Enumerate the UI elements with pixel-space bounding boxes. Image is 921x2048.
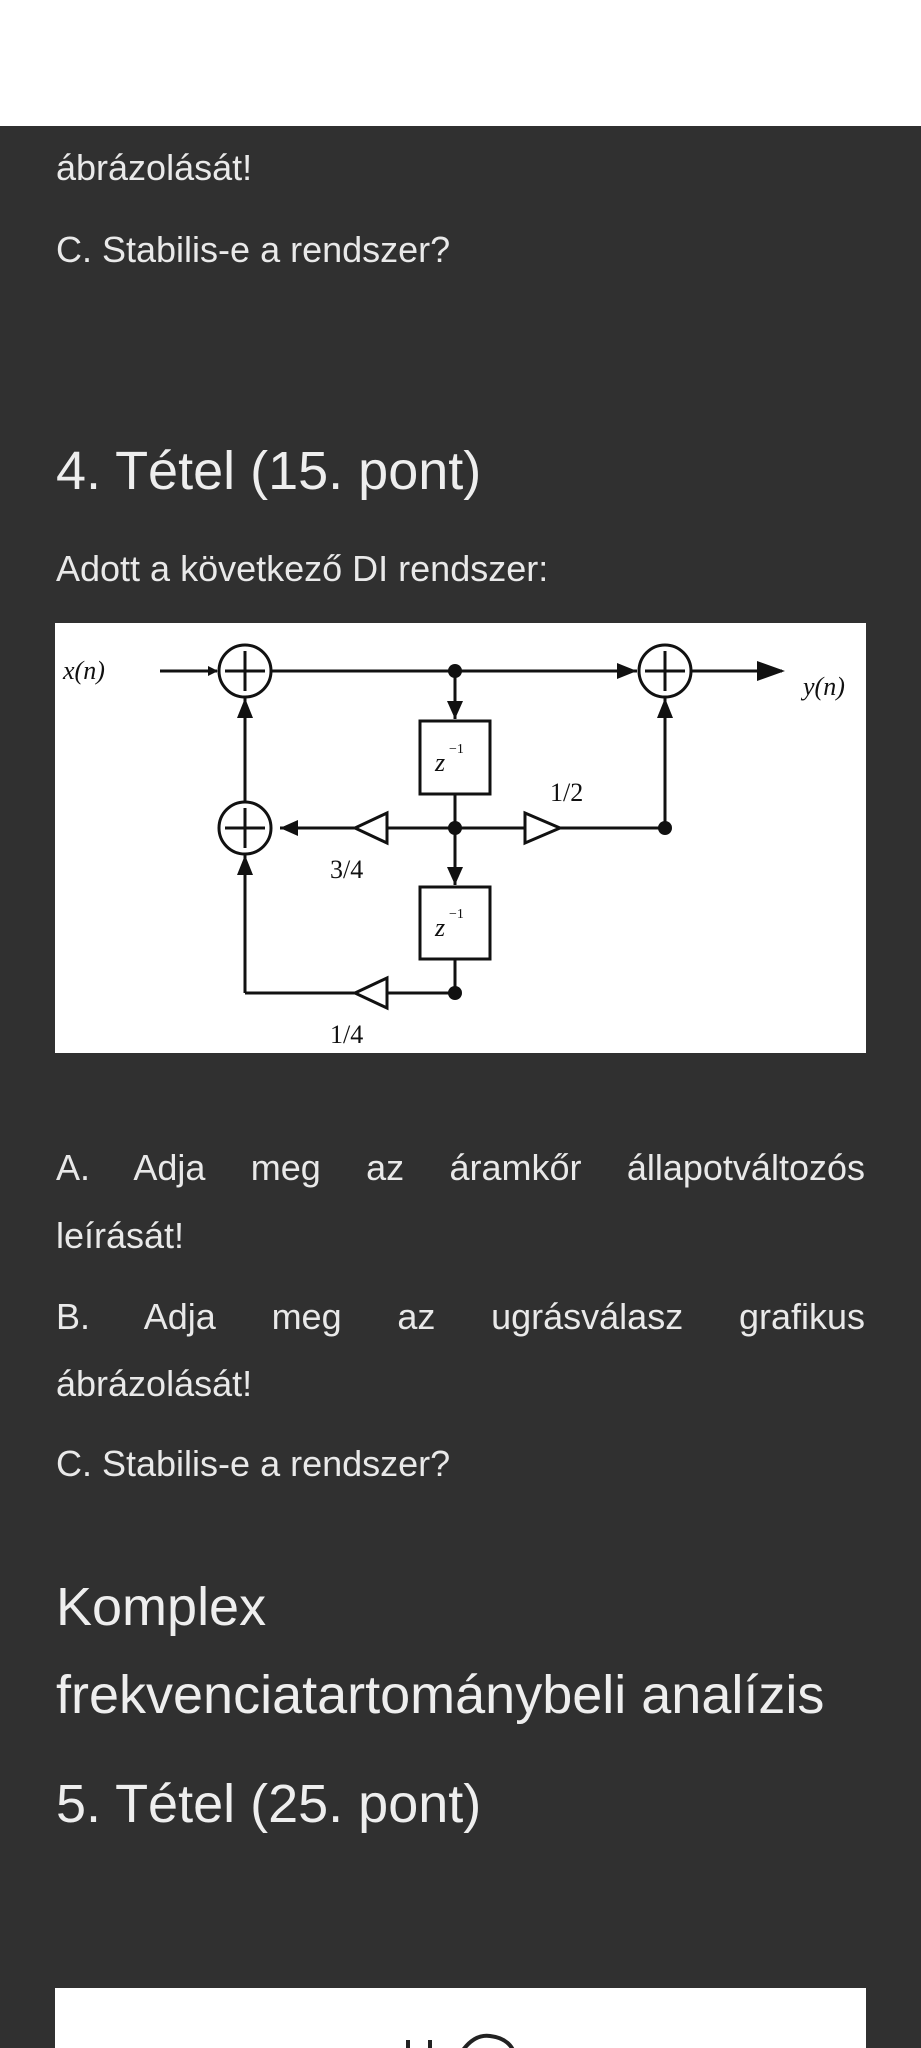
delay-exponent-2: −1 bbox=[449, 907, 464, 922]
gain-half-label: 1/2 bbox=[550, 778, 583, 807]
delay-block-1 bbox=[418, 719, 492, 796]
section4-intro: Adott a következő DI rendszer: bbox=[56, 548, 549, 589]
gain-quarter-triangle bbox=[351, 975, 389, 1011]
item-a-line1: A. Adja meg az áramkőr állapotváltozós bbox=[56, 1147, 865, 1188]
top-white-bar bbox=[0, 0, 921, 126]
bottom-image-fragment bbox=[406, 2033, 515, 2048]
section-heading-line1: Komplex bbox=[56, 1577, 267, 1637]
gain-three-quarters-triangle bbox=[351, 810, 389, 846]
delay-label-2: z bbox=[434, 913, 445, 942]
paragraph-text: ábrázolását! bbox=[56, 147, 253, 188]
delay-exponent-1: −1 bbox=[449, 742, 464, 757]
gain-three-quarters-label: 3/4 bbox=[330, 855, 363, 884]
output-label: y(n) bbox=[800, 672, 845, 701]
delay-label-1: z bbox=[434, 748, 445, 777]
item-a-line2: leírását! bbox=[56, 1215, 185, 1256]
input-label: x(n) bbox=[62, 656, 105, 685]
section4-title: 4. Tétel (15. pont) bbox=[56, 441, 482, 501]
item-c: C. Stabilis-e a rendszer? bbox=[56, 1443, 451, 1484]
bottom-image bbox=[55, 1988, 866, 2048]
item-b-line1: B. Adja meg az ugrásválasz grafikus bbox=[56, 1296, 865, 1337]
item-b-line2: ábrázolását! bbox=[56, 1363, 253, 1404]
delay-block-2 bbox=[418, 885, 492, 961]
section5-title: 5. Tétel (25. pont) bbox=[56, 1774, 482, 1834]
block-diagram-svg: x(n) y(n) z z −1 −1 1/2 3/4 1/4 bbox=[62, 643, 845, 1049]
gain-half-triangle bbox=[523, 810, 564, 846]
block-diagram-image: x(n) y(n) z z −1 −1 1/2 3/4 1/4 bbox=[55, 623, 866, 1053]
gain-quarter-label: 1/4 bbox=[330, 1020, 363, 1049]
paragraph-text: C. Stabilis-e a rendszer? bbox=[56, 229, 451, 270]
section-heading-line2: frekvenciatartománybeli analízis bbox=[56, 1665, 825, 1725]
